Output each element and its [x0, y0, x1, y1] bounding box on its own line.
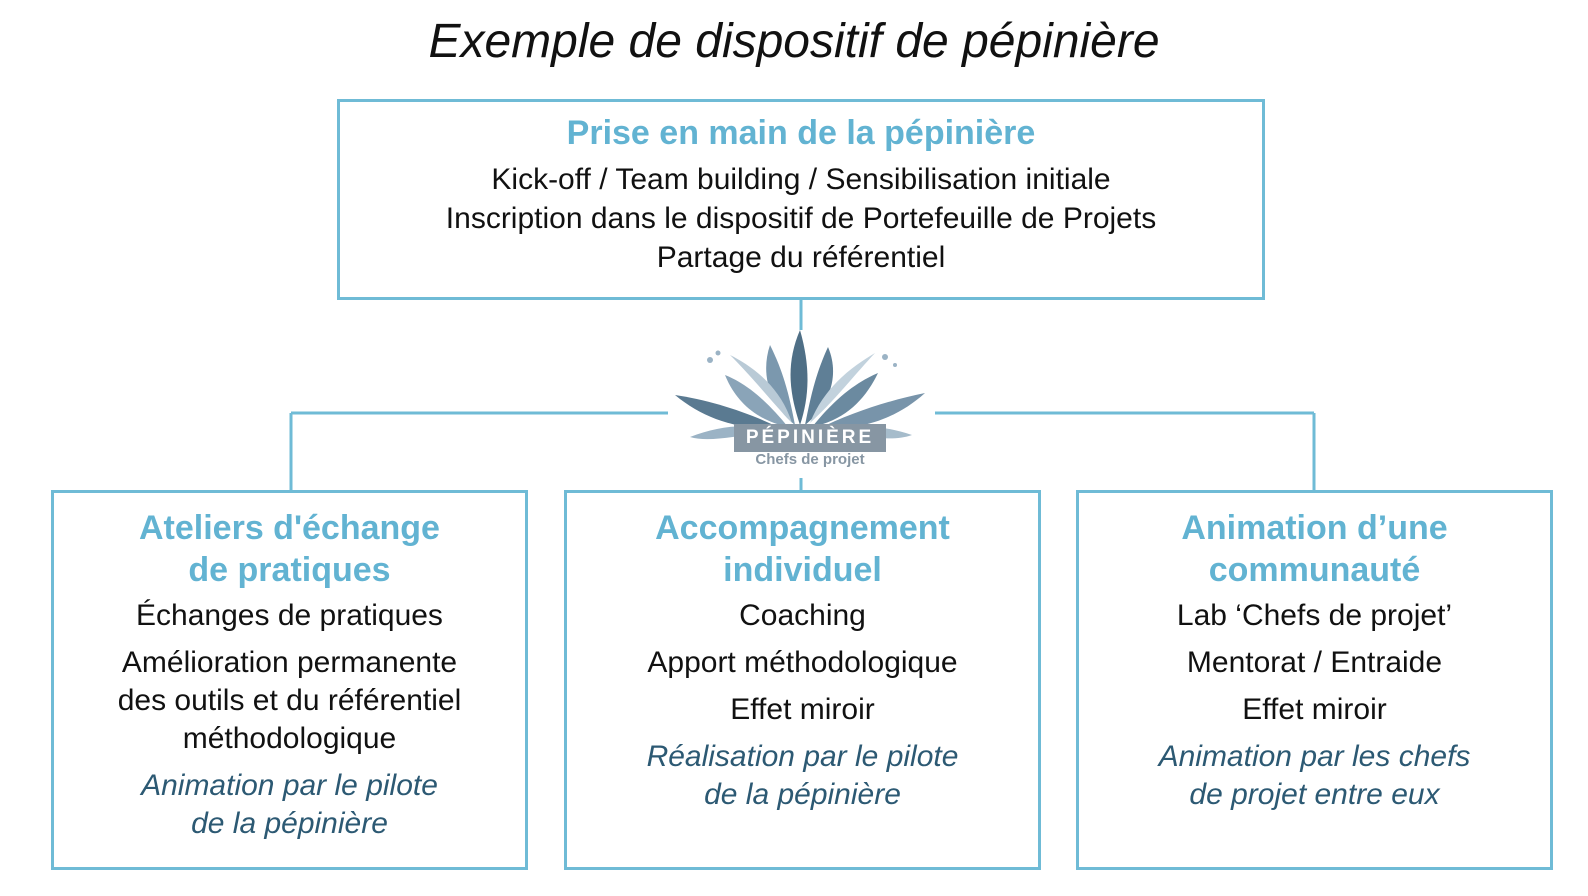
box-ateliers-note-line-2: de la pépinière	[191, 807, 388, 840]
box-ateliers: Ateliers d'échange de pratiques Échanges…	[51, 490, 528, 870]
box-accompagnement-item-3: Effet miroir	[730, 693, 875, 726]
box-accompagnement-heading: Accompagnement individuel	[567, 507, 1038, 591]
box-animation-item-2: Mentorat / Entraide	[1186, 646, 1443, 679]
box-ateliers-item-1: Échanges de pratiques	[136, 599, 443, 632]
box-accompagnement-note-line-2: de la pépinière	[704, 778, 901, 811]
top-box-line-1: Kick-off / Team building / Sensibilisati…	[491, 163, 1111, 196]
box-accompagnement-note: Réalisation par le pilote de la pépinièr…	[567, 738, 1038, 814]
box-ateliers-item-2-line-3: méthodologique	[182, 722, 397, 755]
box-animation-note-line-2: de projet entre eux	[1189, 778, 1440, 811]
box-animation-note-line-1: Animation par les chefs	[1158, 740, 1471, 773]
box-accompagnement-heading-line-1: Accompagnement	[655, 509, 950, 547]
top-box: Prise en main de la pépinière Kick-off /…	[337, 99, 1265, 300]
box-accompagnement-note-line-1: Réalisation par le pilote	[646, 740, 959, 773]
top-box-heading: Prise en main de la pépinière	[566, 114, 1036, 152]
box-ateliers-item-2-line-2: des outils et du référentiel	[117, 684, 462, 717]
box-ateliers-item-2-line-1: Amélioration permanente	[121, 646, 458, 679]
box-ateliers-item-2: Amélioration permanente des outils et du…	[54, 644, 525, 758]
box-accompagnement: Accompagnement individuel Coaching Appor…	[564, 490, 1041, 870]
box-animation-heading-line-1: Animation d’une	[1181, 509, 1448, 547]
box-animation: Animation d’une communauté Lab ‘Chefs de…	[1076, 490, 1553, 870]
box-accompagnement-item-1: Coaching	[739, 599, 866, 632]
box-animation-heading-line-2: communauté	[1208, 551, 1421, 589]
box-ateliers-heading-line-1: Ateliers d'échange	[139, 509, 440, 547]
logo-wordmark: PÉPINIÈRE	[734, 424, 886, 452]
box-ateliers-heading-line-2: de pratiques	[188, 551, 391, 589]
box-accompagnement-heading-line-2: individuel	[723, 551, 882, 589]
box-accompagnement-item-2: Apport méthodologique	[647, 646, 958, 679]
box-animation-item-1: Lab ‘Chefs de projet’	[1176, 599, 1453, 632]
leaf-bouquet-icon	[675, 330, 925, 440]
diagram-title: Exemple de dispositif de pépinière	[428, 15, 1160, 68]
top-box-line-2: Inscription dans le dispositif de Portef…	[445, 202, 1157, 235]
box-animation-item-3: Effet miroir	[1242, 693, 1387, 726]
box-animation-heading: Animation d’une communauté	[1079, 507, 1550, 591]
box-ateliers-note-line-1: Animation par le pilote	[141, 769, 438, 802]
logo-subtitle: Chefs de projet	[755, 451, 865, 468]
box-ateliers-heading: Ateliers d'échange de pratiques	[54, 507, 525, 591]
box-animation-note: Animation par les chefs de projet entre …	[1079, 738, 1550, 814]
box-ateliers-note: Animation par le pilote de la pépinière	[54, 767, 525, 843]
top-box-line-3: Partage du référentiel	[656, 241, 946, 274]
pepiniere-logo	[675, 330, 925, 440]
